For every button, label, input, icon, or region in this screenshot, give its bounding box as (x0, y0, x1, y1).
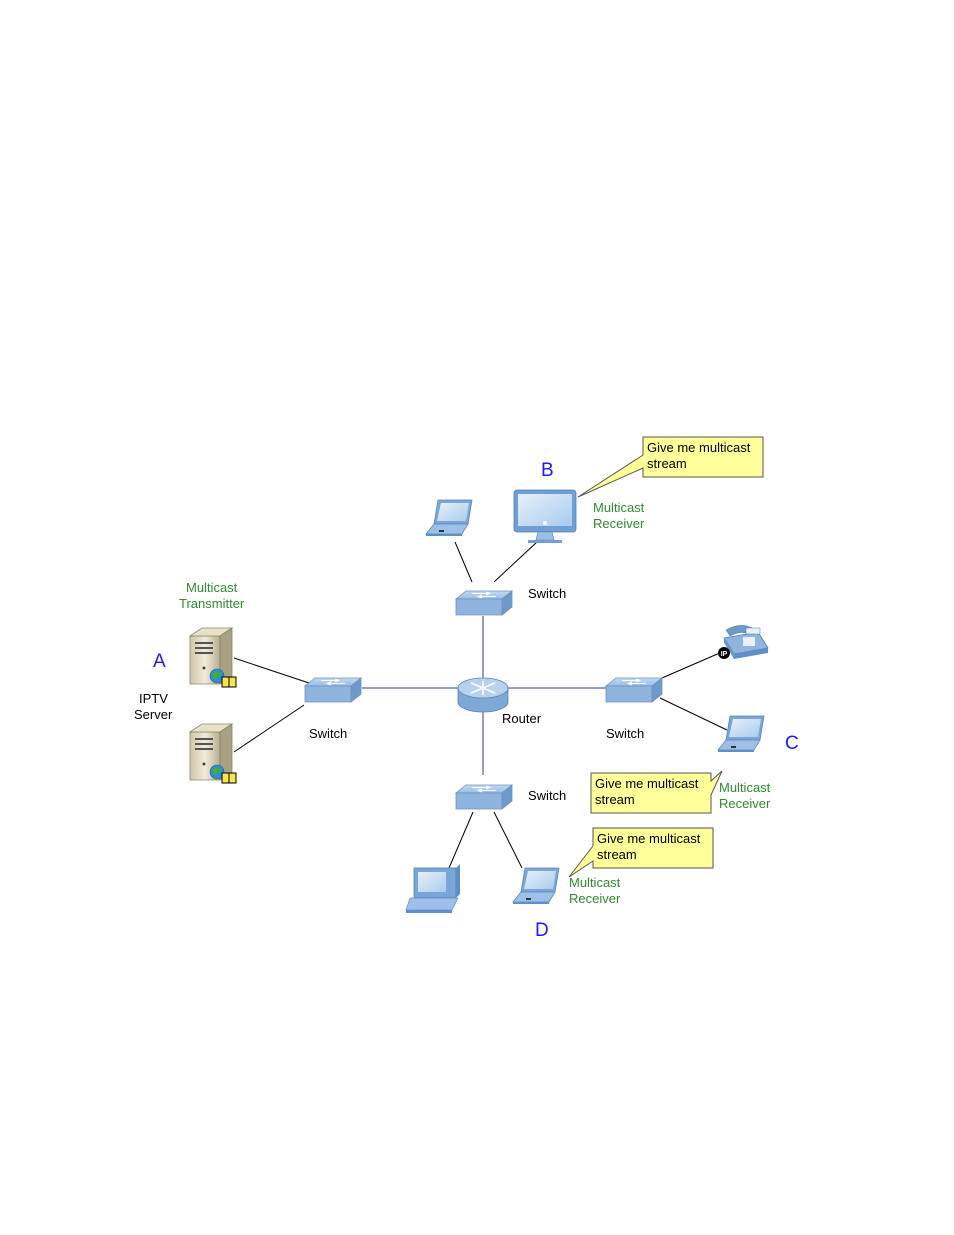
node-b-role-line2: Receiver (593, 516, 645, 531)
switch-bottom-label: Switch (528, 788, 566, 803)
callout-b-line1: Give me multicast (647, 440, 751, 455)
node-c-role-line1: Multicast (719, 780, 771, 795)
link-left-switch-server2 (234, 705, 304, 752)
node-b-letter: B (541, 460, 554, 481)
node-c-letter: C (785, 733, 799, 754)
laptop-c-icon (718, 716, 764, 752)
switch-top-label: Switch (528, 586, 566, 601)
laptop-top-icon (426, 500, 472, 536)
switch-top-icon (456, 591, 512, 615)
link-bottom-switch-pc (449, 812, 473, 868)
node-b-role-line1: Multicast (593, 500, 645, 515)
callout-d-line2: stream (597, 847, 637, 862)
node-a-role-line1: Multicast (186, 580, 238, 595)
node-a-name-line2: Server (134, 707, 173, 722)
switch-right-label: Switch (606, 726, 644, 741)
node-a-name-line1: IPTV (139, 691, 168, 706)
node-d-letter: D (535, 920, 549, 941)
node-c-role-line2: Receiver (719, 796, 771, 811)
node-d-role-line1: Multicast (569, 875, 621, 890)
callout-c-line2: stream (595, 792, 635, 807)
switch-right-icon (606, 678, 662, 702)
callout-b-line2: stream (647, 456, 687, 471)
switch-left-icon (305, 678, 361, 702)
ip-phone-badge: IP (721, 651, 728, 658)
callout-c-line1: Give me multicast (595, 776, 699, 791)
node-a-role-line2: Transmitter (179, 596, 245, 611)
router-icon (458, 678, 508, 712)
router-label: Router (502, 711, 542, 726)
node-a-letter: A (153, 651, 166, 672)
desktop-pc-icon (406, 864, 460, 913)
laptop-d-icon (513, 868, 559, 904)
link-right-switch-phone (662, 652, 722, 678)
switch-left-label: Switch (309, 726, 347, 741)
link-left-switch-server1 (234, 658, 312, 684)
link-top-switch-laptop (455, 542, 472, 582)
link-right-switch-laptop (660, 698, 727, 730)
node-d-role-line2: Receiver (569, 891, 621, 906)
callout-d-line1: Give me multicast (597, 831, 701, 846)
link-bottom-switch-laptop (494, 812, 522, 868)
switch-bottom-icon (456, 785, 512, 809)
monitor-b-icon (514, 490, 576, 543)
link-top-switch-monitor (494, 542, 537, 582)
